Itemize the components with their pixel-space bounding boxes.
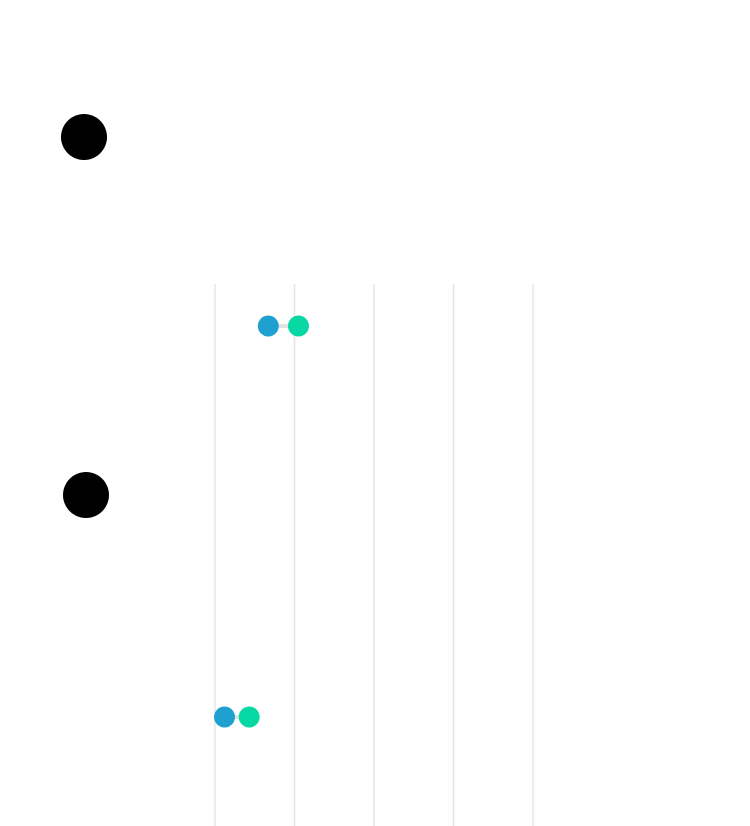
dumbbell-start-point <box>257 315 279 337</box>
grid-layer <box>214 284 534 826</box>
dumbbell-start-point <box>214 706 236 728</box>
row-marker-icon <box>61 114 107 160</box>
row-marker-icon <box>63 472 109 518</box>
marks-layer <box>214 315 309 728</box>
dumbbell-end-point <box>238 706 260 728</box>
dumbbell-end-point <box>287 315 309 337</box>
